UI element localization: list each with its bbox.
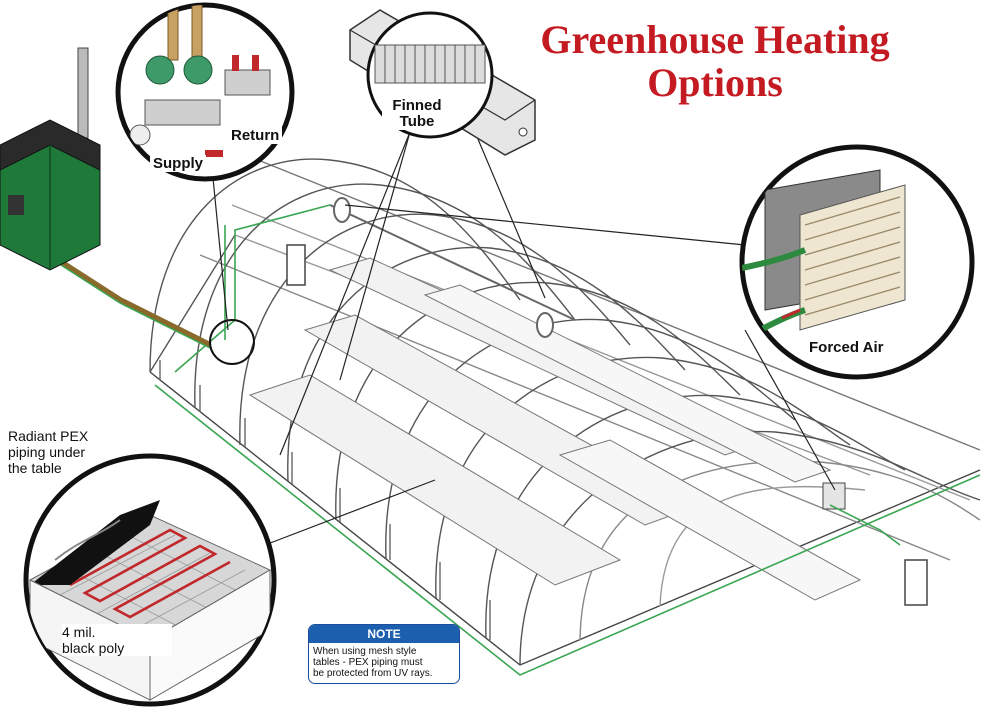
- pump-manifold-inset: [115, 2, 295, 182]
- callout-leader-lines: [212, 131, 836, 546]
- note-body: When using mesh style tables - PEX pipin…: [313, 646, 433, 679]
- greenhouse-structure: [149, 158, 981, 666]
- finned-tube-pipe: [329, 197, 576, 338]
- title-line-1: Greenhouse Heating: [540, 17, 890, 62]
- manifold-callout-ring: [209, 319, 255, 365]
- return-label: Return: [228, 127, 283, 144]
- forced-air-label: Forced Air: [806, 339, 887, 356]
- page-title: Greenhouse Heating Options: [470, 18, 960, 104]
- radiant-pex-label: Radiant PEX piping under the table: [8, 428, 89, 476]
- note-heading: NOTE: [309, 625, 459, 643]
- outdoor-boiler: [0, 47, 101, 271]
- forced-air-unit-small: [822, 482, 846, 510]
- finned-tube-label: Finned Tube: [382, 98, 452, 130]
- pump-right-icon: [183, 55, 213, 85]
- note-box: NOTE When using mesh style tables - PEX …: [308, 624, 460, 684]
- radiant-pex-inset: [23, 453, 277, 707]
- supply-label: Supply: [150, 155, 207, 172]
- forced-air-inset: [739, 144, 975, 380]
- greenhouse-door-left: [286, 244, 306, 286]
- title-line-2: Options: [647, 60, 783, 105]
- underground-pipe: [48, 252, 212, 348]
- pump-left-icon: [145, 55, 175, 85]
- black-poly-label: 4 mil. black poly: [62, 624, 172, 656]
- greenhouse-door-right: [904, 559, 928, 606]
